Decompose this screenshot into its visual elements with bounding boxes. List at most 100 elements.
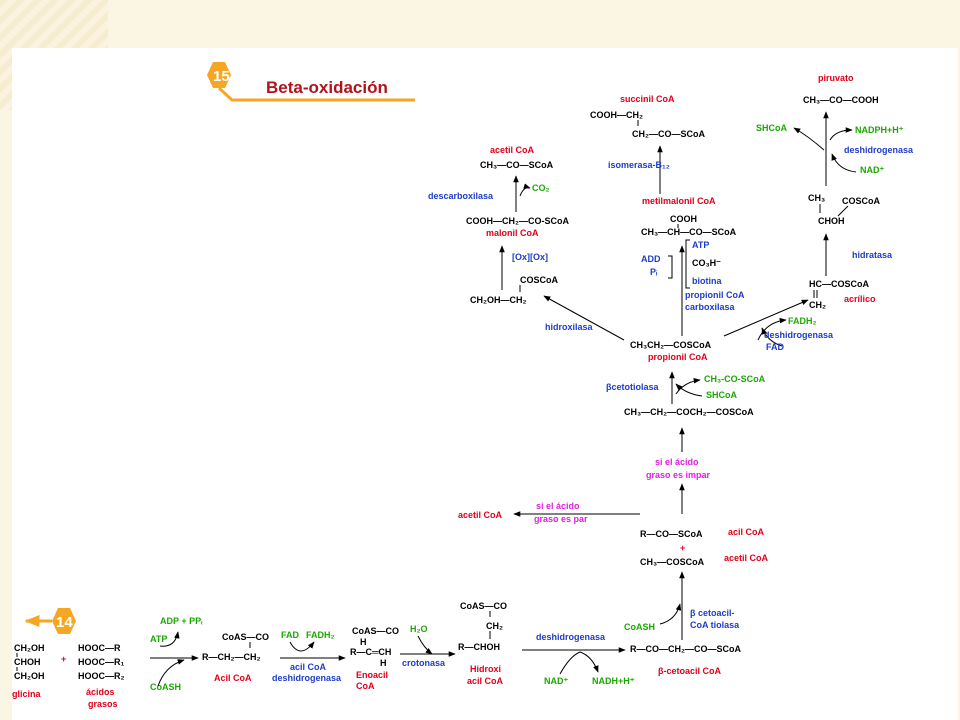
enoyl-coa-label-1: Enoacil [356, 670, 388, 680]
acyl-coa-top: CoAS—CO [222, 632, 269, 642]
acrylyl-ch2: CH₂ [809, 300, 826, 310]
ketoacyl-coa-structure: R—CO—CH₂—CO—SCoA [630, 644, 741, 654]
glycerol-c3: CH₂OH [14, 671, 45, 681]
carboxylation-out-2: Pᵢ [650, 267, 658, 277]
oxidation-label: [Ox][Ox] [512, 252, 548, 262]
ketoacyl-thiolase-2: CoA tiolasa [690, 620, 740, 630]
acrylyl-label: acrílico [844, 294, 876, 304]
nadh-1: NADH+H⁺ [592, 676, 635, 686]
decarboxylase: descarboxilasa [428, 191, 494, 201]
nad-1: NAD⁺ [544, 676, 568, 686]
enoyl-coa-label-2: CoA [356, 681, 375, 691]
cofactor-bicarbonate: CO₃H⁻ [692, 258, 721, 268]
fatty-acid-label-2: grasos [88, 699, 118, 709]
hydroxylase: hidroxilasa [545, 322, 594, 332]
fatty-acid-label-1: ácidos [86, 687, 115, 697]
glycerol-c1: CH₂OH [14, 643, 45, 653]
coash-activation: CoASH [150, 682, 181, 692]
acyl-coa-dehydrogenase-2: deshidrogenasa [272, 673, 342, 683]
glycerol-c2: CHOH [14, 657, 41, 667]
enoyl-coa-top: CoAS—CO [352, 626, 399, 636]
succinyl-structure: CH₂—CO—SCoA [632, 129, 705, 139]
thiolysis-acetyl-coa: CH₃—COSCoA [640, 557, 705, 567]
methylmalonyl-structure: CH₃—CH—CO—SCoA [641, 227, 737, 237]
coash-thiolysis: CoASH [624, 622, 655, 632]
adp-ppi: ADP + PPᵢ [160, 616, 203, 626]
isomerase-b12: isomerasa-B₁₂ [608, 160, 670, 170]
acetyl-coa-structure: CH₃—CO—SCoA [480, 160, 554, 170]
enoyl-coa-structure: R—C═CH [350, 647, 391, 657]
crotonase: crotonasa [402, 658, 446, 668]
pyruvate-structure: CH₃—CO—COOH [803, 95, 879, 105]
even-product-acetyl-coa: acetil CoA [458, 510, 503, 520]
page-title: Beta-oxidación [266, 78, 388, 97]
lactyl-dehydrogenase: deshidrogenasa [844, 145, 914, 155]
co2: CO₂ [532, 183, 550, 193]
acetyl-coa-out: CH₃-CO-SCoA [704, 374, 766, 384]
cofactor-atp: ATP [692, 240, 709, 250]
nad-2: NAD⁺ [860, 165, 884, 175]
acyl-coa-label: Acil CoA [214, 673, 252, 683]
odd-precursor: CH₃—CH₂—COCH₂—COSCoA [624, 407, 754, 417]
even-condition-2: graso es par [534, 514, 588, 524]
malonyl-structure: COOH—CH₂—CO-SCoA [466, 216, 569, 226]
back-badge[interactable]: 14 [24, 608, 76, 634]
acetyl-coa-label: acetil CoA [490, 145, 535, 155]
hydroxyacyl-structure: R—CHOH [458, 642, 500, 652]
nadph: NADPH+H⁺ [855, 125, 904, 135]
thiolysis-plus: + [680, 543, 685, 553]
glycerol-label: glicina [12, 689, 42, 699]
carboxylation-out-1: ADD [641, 254, 661, 264]
acyl-coa-structure: R—CH₂—CH₂ [202, 652, 261, 662]
h2o: H₂O [410, 624, 428, 634]
propionyl-coa-label: propionil CoA [648, 352, 708, 362]
hydroxyacyl-mid: CH₂ [486, 621, 503, 631]
enoyl-h-1: H [360, 637, 367, 647]
pyruvate-label: piruvato [818, 73, 854, 83]
fatty-acid-3: HOOC—R₂ [78, 671, 125, 681]
thiolysis-acyl-coa: R—CO—SCoA [640, 529, 703, 539]
fadh2-2: FADH₂ [788, 316, 817, 326]
ketoacyl-coa-label: β-cetoacil CoA [658, 666, 722, 676]
hydratase: hidratasa [852, 250, 893, 260]
propionyl-carboxylase-2: carboxilasa [685, 302, 736, 312]
thiolysis-acyl-coa-label: acil CoA [728, 527, 765, 537]
propionyl-carboxylase-1: propionil CoA [685, 290, 745, 300]
propionyl-coa-structure: CH₃CH₂—COSCoA [630, 340, 712, 350]
cofactor-biotin: biotina [692, 276, 722, 286]
odd-condition-2: graso es impar [646, 470, 711, 480]
plus-sign: + [61, 654, 66, 664]
malonyl-label: malonil CoA [486, 228, 539, 238]
even-condition-1: si el ácido [536, 501, 580, 511]
acyl-coa-dehydrogenase-1: acil CoA [290, 662, 327, 672]
acrylyl-dehydrogenase: deshidrogenasa [764, 330, 834, 340]
fadh2-1: FADH₂ [306, 630, 335, 640]
slide-sheet [12, 48, 958, 720]
hydroxypropionyl-structure: CH₂OH—CH₂ [470, 295, 527, 305]
hydroxypropionyl-top: COSCoA [520, 275, 559, 285]
section-number: 15 [213, 68, 230, 85]
back-badge-number: 14 [56, 614, 73, 631]
shcoa-in: SHCoA [706, 390, 737, 400]
ketoacyl-thiolase-1: β cetoacil- [690, 608, 735, 618]
thiolysis-acetyl-coa-label: acetil CoA [724, 553, 769, 563]
acrylyl-structure: HC—COSCoA [809, 279, 869, 289]
succinyl-top: COOH—CH₂ [590, 110, 643, 120]
fatty-acid-1: HOOC—R [78, 643, 121, 653]
atp: ATP [150, 634, 167, 644]
succinyl-label: succinil CoA [620, 94, 675, 104]
shcoa-out: SHCoA [756, 123, 787, 133]
enoyl-h-2: H [380, 658, 387, 668]
lactyl-coscoa: COSCoA [842, 196, 881, 206]
fad-1: FAD [281, 630, 300, 640]
hydroxyacyl-label-1: Hidroxi [470, 664, 501, 674]
ketothiolase: βcetotiolasa [606, 382, 660, 392]
lactyl-choh: CHOH [818, 216, 845, 226]
methylmalonyl-top: COOH [670, 214, 697, 224]
hydroxyacyl-top: CoAS—CO [460, 601, 507, 611]
odd-condition-1: si el ácido [655, 457, 699, 467]
fad-2: FAD [766, 342, 785, 352]
methylmalonyl-label: metilmalonil CoA [642, 196, 716, 206]
hydroxyacyl-label-2: acil CoA [467, 676, 504, 686]
